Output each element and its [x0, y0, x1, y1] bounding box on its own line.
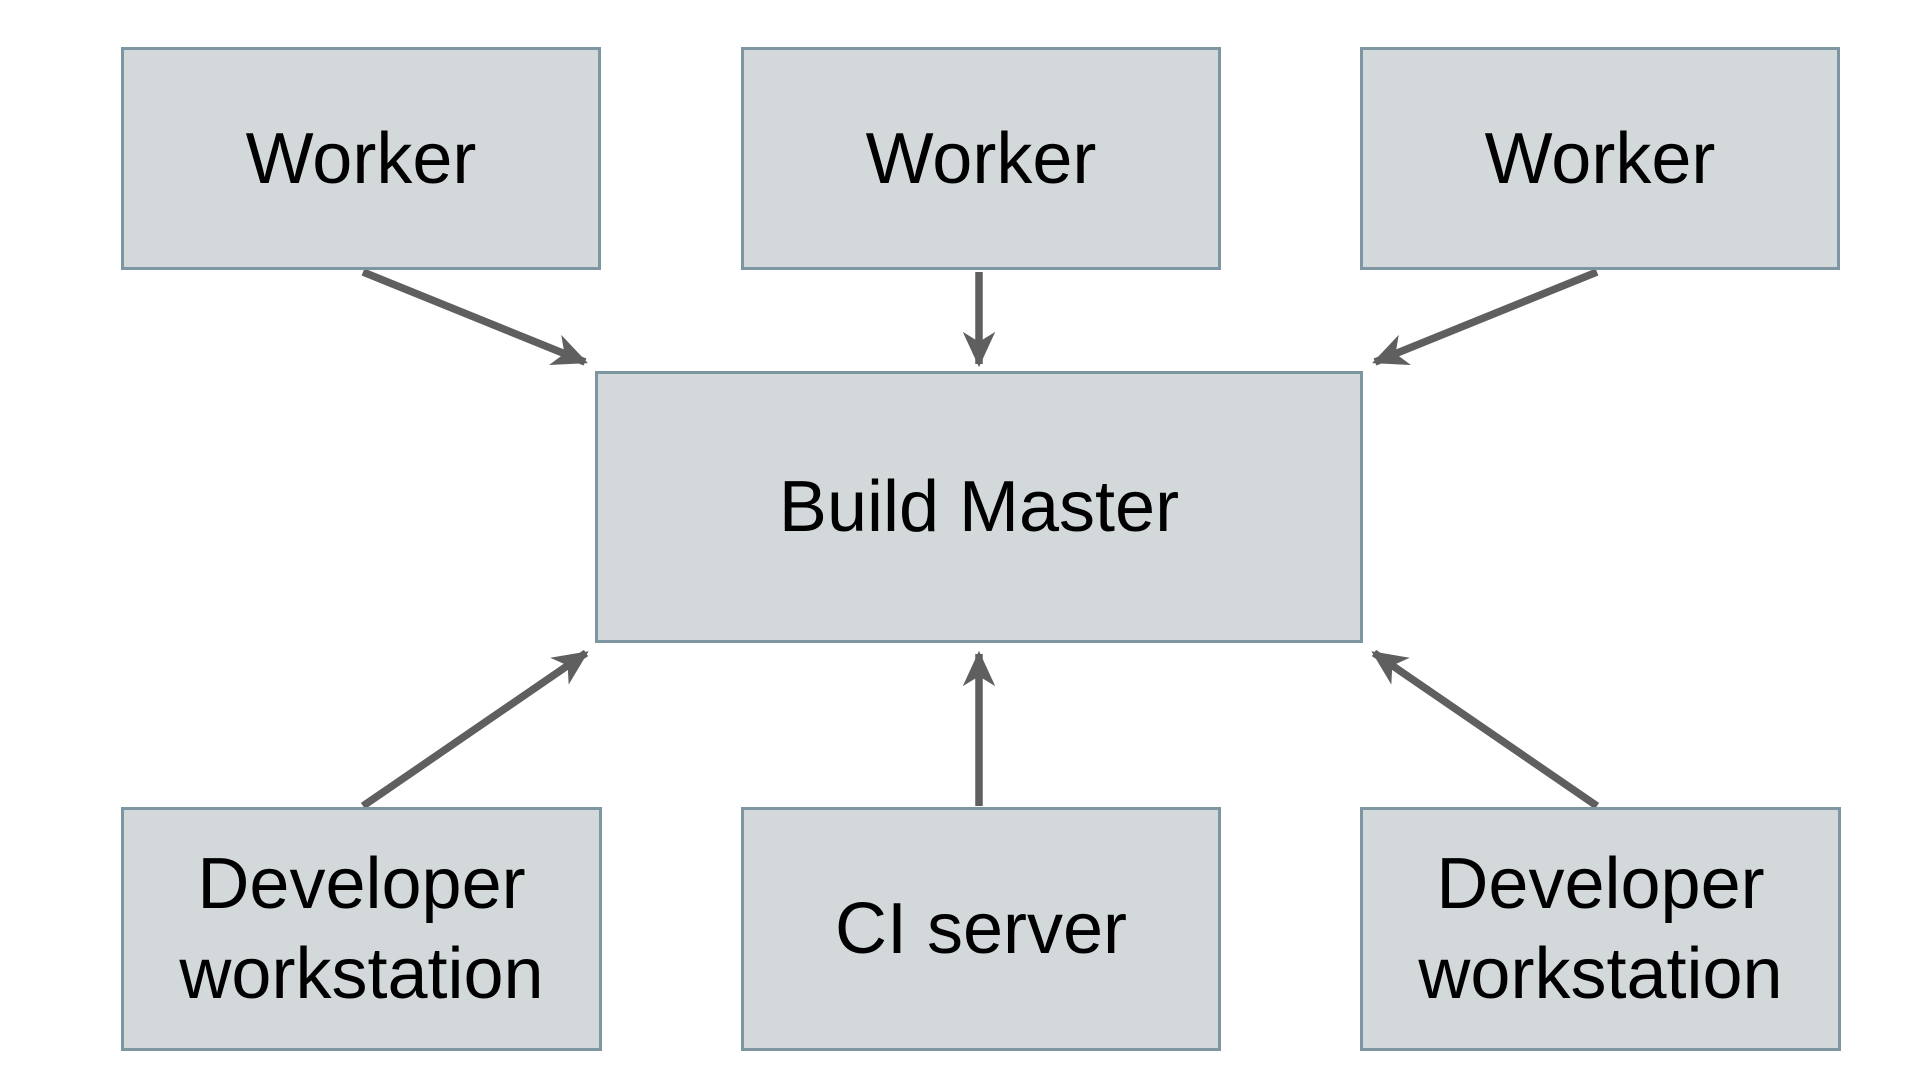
arrow-worker-left-to-build-master: [361, 268, 588, 366]
node-developer-workstation-left: Developer workstation: [121, 807, 602, 1051]
node-developer-workstation-right: Developer workstation: [1360, 807, 1841, 1051]
arrow-developer-workstation-left-to-build-master: [360, 649, 589, 810]
node-label: Build Master: [778, 467, 1180, 547]
arrow-worker-right-to-build-master: [1372, 268, 1599, 366]
node-worker-center: Worker: [741, 47, 1221, 270]
node-label: Worker: [865, 118, 1097, 199]
node-label: Worker: [245, 118, 477, 199]
arrow-developer-workstation-right-to-build-master: [1371, 649, 1600, 810]
node-label: Worker: [1484, 118, 1716, 199]
node-label: Developer workstation: [1418, 844, 1783, 1014]
node-label: Developer workstation: [179, 844, 544, 1014]
node-worker-right: Worker: [1360, 47, 1840, 270]
node-ci-server: CI server: [741, 807, 1221, 1051]
node-worker-left: Worker: [121, 47, 601, 270]
node-build-master: Build Master: [595, 371, 1363, 643]
node-label: CI server: [834, 889, 1128, 969]
